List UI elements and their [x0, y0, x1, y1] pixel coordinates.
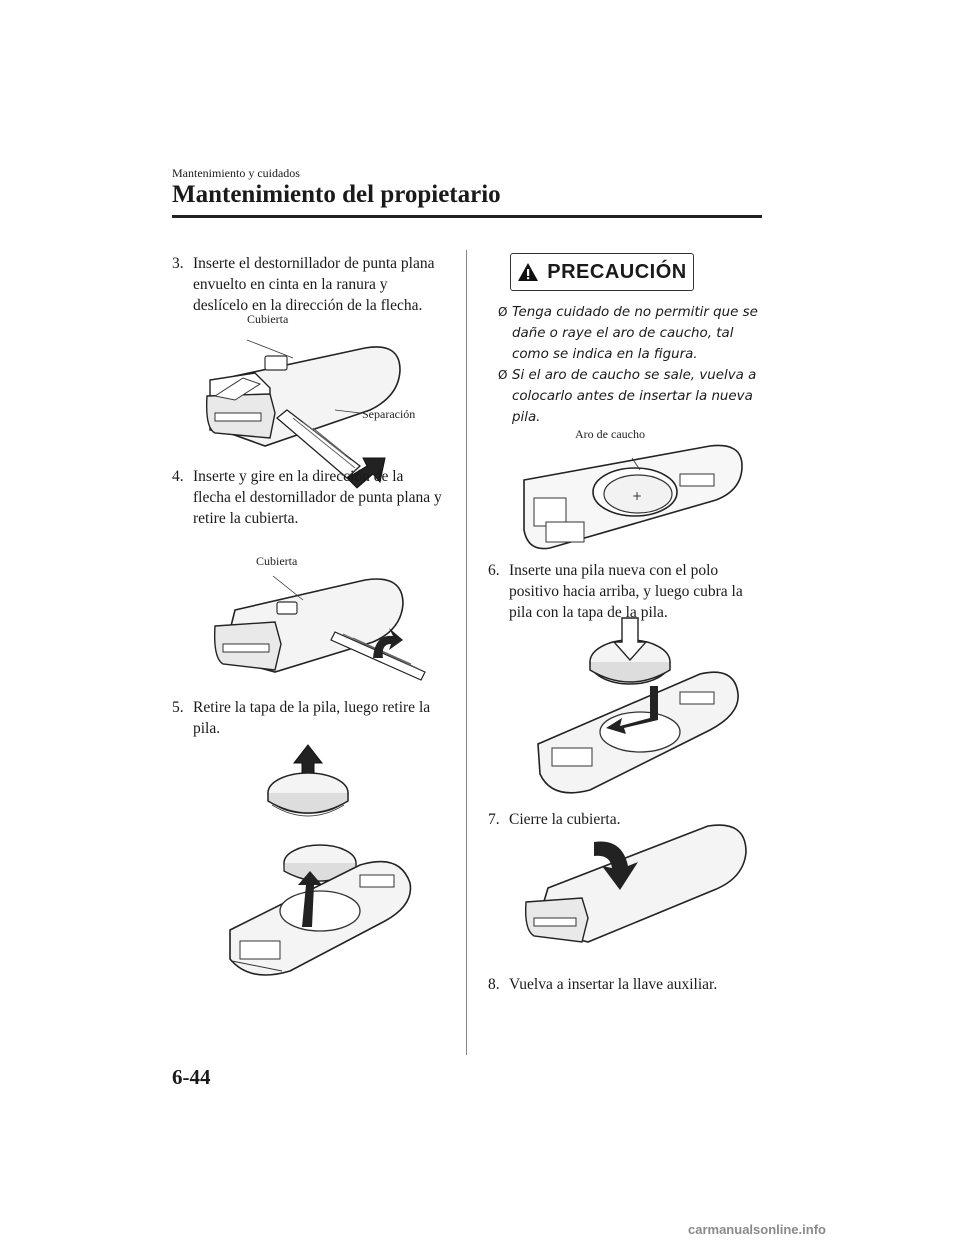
caution-text: Tenga cuidado de no permitir que se dañe… [512, 305, 758, 362]
caution-item: Ø Tenga cuidado de no permitir que se da… [498, 302, 768, 365]
step-6: 6. Inserte una pila nueva con el polo po… [488, 560, 760, 623]
step-5: 5. Retire la tapa de la pila, luego reti… [172, 697, 444, 739]
page-number: 6-44 [172, 1065, 211, 1089]
step-text: Cierre la cubierta. [509, 811, 621, 828]
caution-item: Ø Si el aro de caucho se sale, vuelva a … [498, 365, 768, 428]
step-text: Inserte el destornillador de punta plana… [193, 255, 435, 314]
cover-label: Cubierta [247, 312, 289, 326]
watermark: carmanualsonline.info [688, 1222, 826, 1237]
insert-battery-illustration [537, 617, 739, 794]
step-number: 7. [488, 811, 500, 828]
caution-title: PRECAUCIÓN [547, 260, 687, 283]
step-number: 6. [488, 562, 500, 579]
bullet-arrow-icon: Ø [498, 368, 508, 382]
step-8: 8. Vuelva a insertar la llave auxiliar. [488, 974, 760, 995]
column-divider [466, 250, 467, 1055]
svg-text:+: + [632, 489, 642, 503]
remove-battery-illustration [229, 744, 412, 976]
step-text: Inserte una pila nueva con el polo posit… [509, 562, 743, 621]
key-twist-cover-illustration [213, 575, 426, 681]
caution-heading: PRECAUCIÓN [510, 253, 694, 291]
step-4: 4. Inserte y gire en la dirección de la … [172, 466, 444, 529]
step-text: Retire la tapa de la pila, luego retire … [193, 699, 431, 737]
rubber-ring-label: Aro de caucho [575, 427, 645, 441]
step-text: Inserte y gire en la dirección de la fle… [193, 468, 442, 527]
caution-text: Si el aro de caucho se sale, vuelva a co… [512, 368, 757, 425]
section-label: Mantenimiento y cuidados [172, 166, 300, 180]
step-text: Vuelva a insertar la llave auxiliar. [509, 976, 718, 993]
title-rule [172, 215, 762, 218]
step-number: 3. [172, 255, 184, 272]
bullet-arrow-icon: Ø [498, 305, 508, 319]
step-number: 5. [172, 699, 184, 716]
close-cover-illustration [524, 824, 747, 943]
key-open-slot-illustration [205, 339, 401, 489]
step-7: 7. Cierre la cubierta. [488, 809, 760, 830]
cover-label: Cubierta [256, 554, 298, 568]
step-3: 3. Inserte el destornillador de punta pl… [172, 253, 444, 316]
page-title: Mantenimiento del propietario [172, 181, 501, 208]
step-number: 4. [172, 468, 184, 485]
step-number: 8. [488, 976, 500, 993]
rubber-ring-illustration: + [523, 444, 743, 550]
gap-label: Separación [362, 407, 416, 421]
warning-triangle-icon [518, 263, 539, 281]
